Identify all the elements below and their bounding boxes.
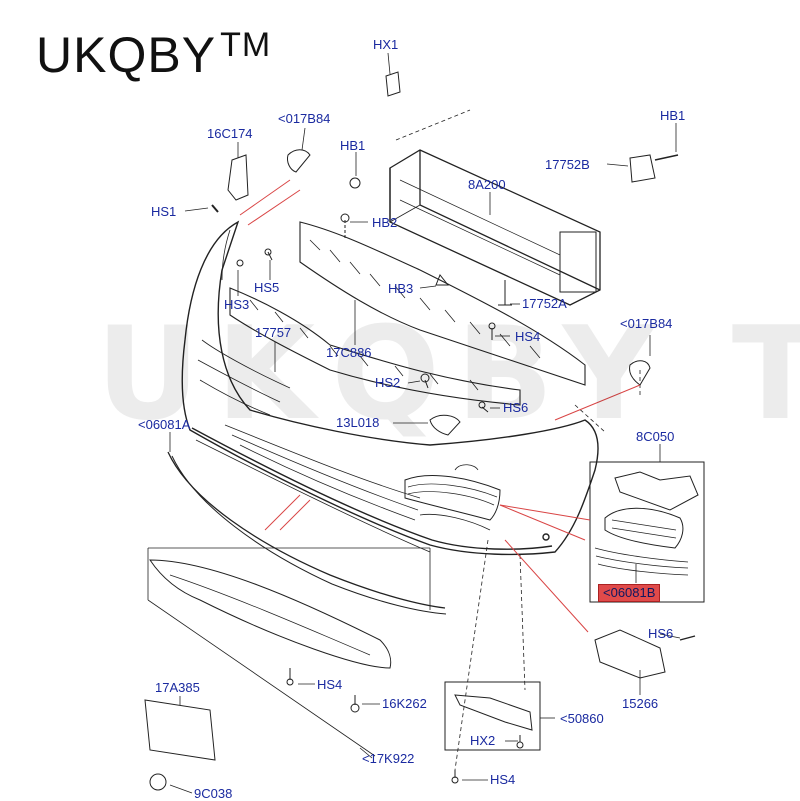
dashed-leaders [454,370,641,771]
label-17752a: 17752A [522,296,567,311]
grille-detail-box [589,461,705,603]
label-hs4-bottom: HS4 [490,772,516,787]
tow-cover-box [444,681,541,784]
brand-name: UKQBY [36,27,217,83]
label-hb3: HB3 [388,281,414,296]
label-17c886: 17C886 [326,345,372,360]
brand-trademark: TM [220,26,272,64]
watermark: UKQBY TM [96,300,800,449]
label-017b84-top: <017B84 [278,111,331,126]
label-hb2: HB2 [372,215,398,230]
undertray-box [147,547,431,757]
red-leaders [239,179,641,633]
label-017b84-right: <017B84 [620,316,673,331]
label-17a385: 17A385 [155,680,200,695]
label-9c038: 9C038 [194,786,233,801]
label-hs1: HS1 [151,204,177,219]
label-06081a: <06081A [138,417,191,432]
label-17752b: 17752B [545,157,590,172]
label-hx2: HX2 [470,733,496,748]
label-hs3: HS3 [224,297,250,312]
label-16c174: 16C174 [207,126,253,141]
label-8a200: 8A200 [468,177,506,192]
label-06081b-highlighted: <06081B [598,584,661,602]
callout-leaders [169,52,681,794]
label-16k262: 16K262 [382,696,427,711]
label-hs6-right: HS6 [648,626,674,641]
label-13l018: 13L018 [336,415,380,430]
label-8c050: 8C050 [636,429,675,444]
bumper-beam [389,109,601,306]
label-hs5: HS5 [254,280,280,295]
label-17k922: <17K922 [362,751,415,766]
label-15266: 15266 [622,696,659,711]
license-plate-bracket [144,699,216,761]
label-hx1: HX1 [373,37,399,52]
small-parts [211,71,679,436]
label-hs2: HS2 [375,375,401,390]
side-bracket [594,629,666,679]
label-hs4-mid: HS4 [317,677,343,692]
bumper-cover [181,220,599,556]
label-hb1-right: HB1 [660,108,686,123]
label-17757: 17757 [255,325,292,340]
label-hs4-top: HS4 [515,329,541,344]
label-hs6-mid: HS6 [503,400,529,415]
label-50860: <50860 [560,711,604,726]
label-hb1-mid: HB1 [340,138,366,153]
energy-absorber [229,221,586,406]
